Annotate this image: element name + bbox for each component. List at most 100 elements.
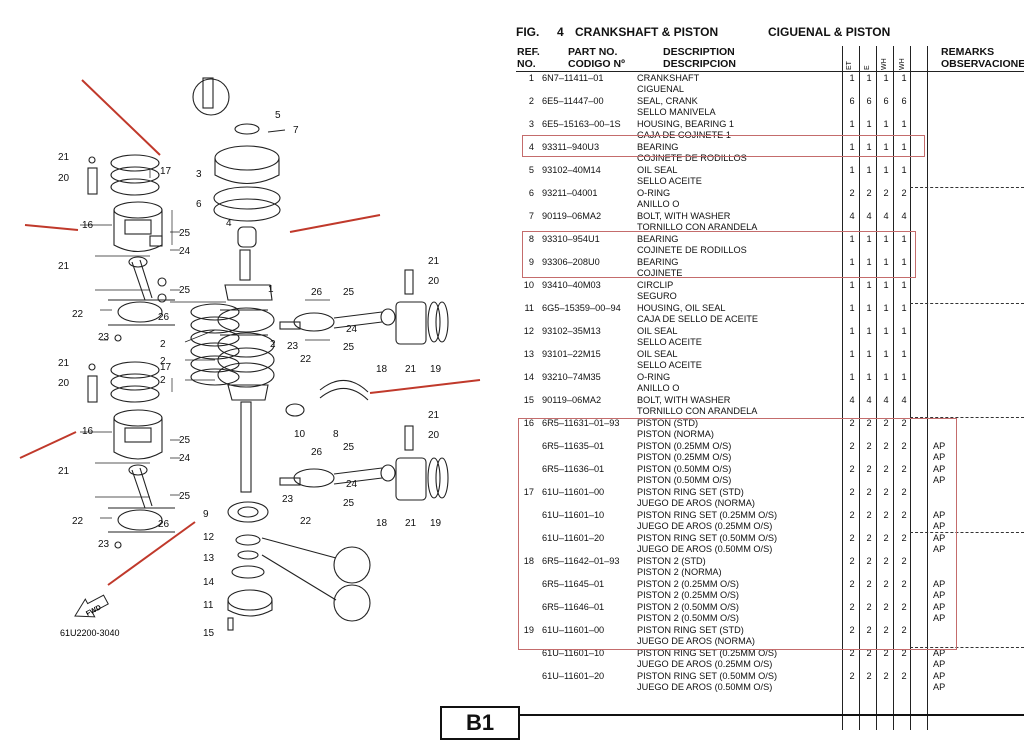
description-en: BEARING (637, 142, 679, 152)
qty-wh1: 4 (883, 395, 889, 405)
remark-2: AP (933, 590, 946, 600)
description-en: BOLT, WITH WASHER (637, 211, 731, 221)
part-number: 93102–40M14 (542, 165, 601, 175)
col-part-line1: PART NO. (568, 46, 618, 58)
qty-wh2: 2 (901, 487, 907, 497)
part-number: 93211–04001 (542, 188, 598, 198)
qty-wh1: 2 (883, 579, 889, 589)
qty-et: 2 (849, 464, 855, 474)
bearing-housing-top (192, 77, 286, 248)
part-number: 61U–11601–20 (542, 671, 605, 681)
conrod-lower (108, 464, 175, 549)
qty-wh1: 2 (883, 533, 889, 543)
callout-number: 22 (72, 309, 84, 320)
qty-wh2: 2 (901, 464, 907, 474)
part-number: 61U–11601–20 (542, 533, 605, 543)
qty-wh2: 6 (901, 96, 907, 106)
bearing-8 (319, 379, 369, 401)
description-en: SEAL, CRANK (637, 96, 698, 106)
header-rule (516, 71, 1024, 72)
qty-e: 1 (866, 372, 872, 382)
callout-number: 26 (311, 447, 323, 458)
callout-number: 4 (226, 218, 232, 229)
qty-e: 1 (866, 234, 872, 244)
part-number: 61U–11601–10 (542, 510, 605, 520)
arrow-to-bearing-4 (289, 214, 381, 233)
callout-number: 25 (179, 435, 191, 446)
highlight-box-pistons (518, 418, 957, 650)
description-es: JUEGO DE AROS (NORMA) (637, 498, 755, 508)
qty-wh1: 1 (883, 326, 889, 336)
callout-number: 21 (58, 466, 70, 477)
arrow-to-ring-17 (81, 79, 161, 156)
remark-2: AP (933, 475, 946, 485)
description-en: PISTON RING SET (STD) (637, 487, 744, 497)
description-es: COJINETE DE RODILLOS (637, 245, 747, 255)
section-divider-4 (910, 532, 1024, 533)
qty-e: 2 (866, 556, 872, 566)
description-en: PISTON (0.25MM O/S) (637, 441, 732, 451)
description-en: PISTON 2 (STD) (637, 556, 706, 566)
description-en: BEARING (637, 234, 679, 244)
qty-e: 2 (866, 464, 872, 474)
callout-number: 6 (196, 199, 202, 210)
qty-et: 2 (849, 625, 855, 635)
qty-wh2: 1 (901, 119, 907, 129)
callout-number: 25 (343, 498, 355, 509)
conrod-upper (108, 256, 175, 342)
arrow-to-piston-16-lower (19, 431, 77, 459)
qty-wh1: 2 (883, 625, 889, 635)
conrod-right-lower (279, 464, 396, 488)
remark-2: AP (933, 544, 946, 554)
description-es: CIGUENAL (637, 84, 684, 94)
qty-et: 2 (849, 188, 855, 198)
title-spanish: CIGUENAL & PISTON (768, 25, 891, 39)
callout-number: 5 (275, 110, 281, 121)
description-en: PISTON (STD) (637, 418, 699, 428)
circlip-10 (285, 403, 305, 417)
qty-et: 2 (849, 579, 855, 589)
part-number: 6R5–11642–01–93 (542, 556, 620, 566)
part-number: 6E5–11447–00 (542, 96, 604, 106)
title-english: CRANKSHAFT & PISTON (575, 25, 719, 39)
qty-wh1: 1 (883, 372, 889, 382)
description-es: JUEGO DE AROS (0.25MM O/S) (637, 521, 773, 531)
qty-wh1: 2 (883, 556, 889, 566)
ref-no: 2 (528, 96, 534, 106)
description-en: PISTON 2 (0.50MM O/S) (637, 602, 739, 612)
col-remarks-line1: REMARKS (941, 46, 995, 58)
ref-no: 7 (528, 211, 534, 221)
part-number: 93310–954U1 (542, 234, 600, 244)
callout-number: 25 (343, 287, 355, 298)
part-number: 93210–74M35 (542, 372, 601, 382)
highlight-box-bearing-4 (522, 135, 925, 157)
callout-number: 17 (160, 166, 172, 177)
callout-number: 17 (160, 362, 172, 373)
qty-e: 4 (866, 395, 872, 405)
qty-wh1: 1 (883, 73, 889, 83)
ref-no: 1 (528, 73, 534, 83)
qty-e: 4 (866, 211, 872, 221)
remark-1: AP (933, 648, 946, 658)
qty-wh1: 2 (883, 648, 889, 658)
description-en: OIL SEAL (637, 165, 678, 175)
callout-number: 2 (160, 375, 166, 386)
qty-wh2: 2 (901, 556, 907, 566)
description-en: O-RING (637, 188, 671, 198)
callout-number: 24 (346, 479, 358, 490)
col-part-line2: CODIGO Nº (568, 58, 625, 70)
ref-no: 11 (524, 303, 534, 313)
description-es: PISTON 2 (NORMA) (637, 567, 722, 577)
qty-e: 1 (866, 303, 872, 313)
exploded-diagram: 1222234567891011121314151616171718181919… (19, 77, 481, 639)
